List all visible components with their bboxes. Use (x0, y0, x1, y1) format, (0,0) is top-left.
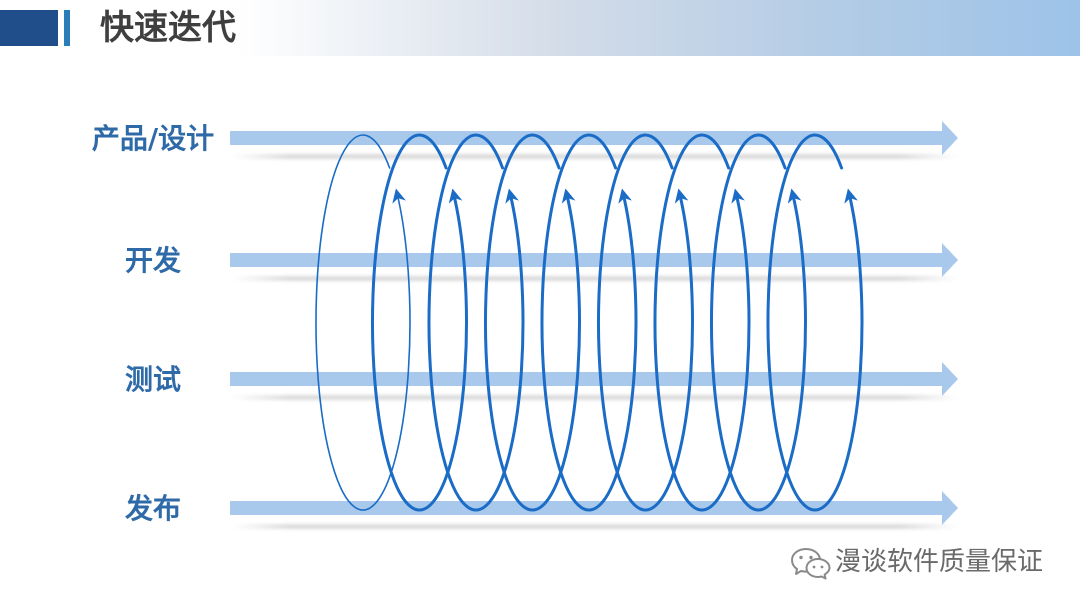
stage-arrow-product-design (230, 121, 958, 155)
arrow-shadow (232, 154, 958, 159)
stage-arrow-testing (230, 362, 958, 396)
stage-label-product-design: 产品/设计 (92, 122, 214, 155)
iteration-loop (596, 133, 694, 512)
arrow-shadow (232, 395, 958, 400)
iteration-spiral (315, 133, 864, 512)
header-accent-bar (64, 10, 70, 46)
iteration-loop (370, 133, 468, 512)
header-block (0, 10, 58, 46)
iteration-loop (653, 133, 751, 512)
header-bar: 快速迭代 (0, 0, 1080, 56)
stage-label-testing: 测试 (125, 363, 181, 396)
watermark: 漫谈软件质量保证 (788, 544, 1058, 580)
arrow-shadow (232, 524, 958, 529)
stage-row-testing: 测试 (125, 362, 958, 400)
watermark-text: 漫谈软件质量保证 (835, 547, 1044, 577)
arrow-shadow (232, 276, 958, 281)
wechat-icon (791, 548, 831, 580)
iteration-loop (427, 133, 525, 512)
stage-row-development: 开发 (125, 243, 958, 281)
stage-label-release: 发布 (124, 492, 181, 525)
iteration-loop (540, 133, 638, 512)
iteration-loop (483, 133, 581, 512)
page-title: 快速迭代 (100, 8, 236, 48)
stage-label-development: 开发 (125, 244, 181, 277)
stage-row-product-design: 产品/设计 (92, 121, 958, 159)
stage-arrow-development (230, 243, 958, 277)
iteration-loop (315, 134, 411, 511)
iteration-loop (766, 133, 864, 512)
iteration-loop (709, 133, 807, 512)
